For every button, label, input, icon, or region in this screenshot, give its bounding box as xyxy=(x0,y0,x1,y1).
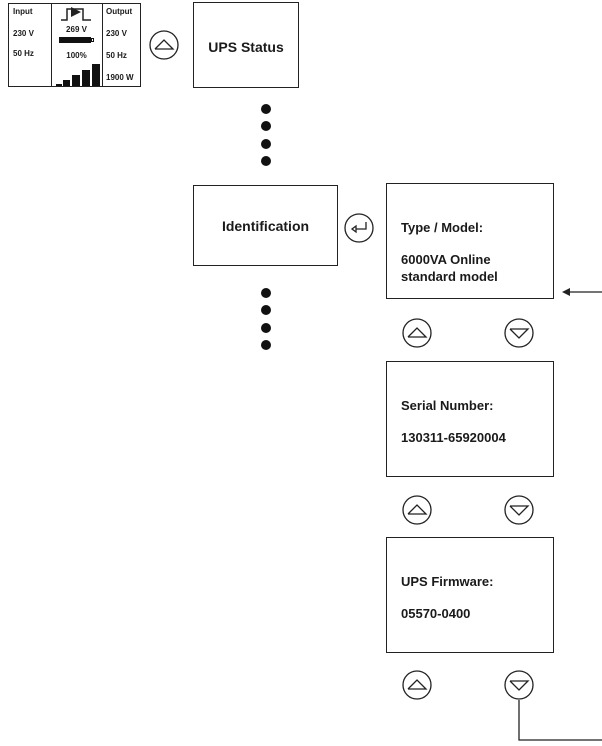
lcd-output-frequency: 50 Hz xyxy=(106,51,127,60)
type-model-heading: Type / Model: xyxy=(401,220,484,235)
lcd-battery-voltage: 269 V xyxy=(66,25,87,34)
lcd-status-panel: Input 230 V 50 Hz 269 V 100% Output 230 … xyxy=(8,3,141,87)
serial-number-value: 130311-65920004 xyxy=(401,430,506,445)
up-arrow-button-icon[interactable] xyxy=(402,318,432,348)
serial-number-heading: Serial Number: xyxy=(401,398,494,413)
continuation-dot xyxy=(261,288,271,298)
enter-button-icon[interactable] xyxy=(344,213,374,243)
continuation-dot xyxy=(261,139,271,149)
down-arrow-button-icon[interactable] xyxy=(504,495,534,525)
loop-back-connector xyxy=(518,700,602,741)
continuation-dot xyxy=(261,305,271,315)
lcd-output-voltage: 230 V xyxy=(106,29,127,38)
lcd-output-column: Output 230 V 50 Hz 1900 W xyxy=(102,4,143,86)
up-arrow-button-icon[interactable] xyxy=(402,495,432,525)
battery-terminal-icon xyxy=(91,38,94,42)
serial-number-screen: Serial Number: 130311-65920004 xyxy=(386,361,554,477)
continuation-dot xyxy=(261,323,271,333)
entry-arrow xyxy=(562,288,602,296)
identification-label: Identification xyxy=(221,218,310,234)
lcd-input-label: Input xyxy=(13,7,33,16)
lcd-output-power: 1900 W xyxy=(106,73,134,82)
lcd-input-column: Input 230 V 50 Hz xyxy=(9,4,52,86)
up-arrow-button-icon[interactable] xyxy=(149,30,179,60)
lcd-input-voltage: 230 V xyxy=(13,29,34,38)
waveform-icon xyxy=(61,7,91,21)
ups-firmware-value: 05570-0400 xyxy=(401,606,471,621)
type-model-screen: Type / Model: 6000VA Online standard mod… xyxy=(386,183,554,299)
type-model-value-line1: 6000VA Online xyxy=(401,252,491,267)
type-model-value-line2: standard model xyxy=(401,269,498,284)
lcd-input-frequency: 50 Hz xyxy=(13,49,34,58)
lcd-output-label: Output xyxy=(106,7,133,16)
lcd-battery-charge: 100% xyxy=(66,51,87,60)
battery-bar-icon xyxy=(59,37,91,43)
continuation-dot xyxy=(261,340,271,350)
ups-firmware-heading: UPS Firmware: xyxy=(401,574,494,589)
continuation-dot xyxy=(261,121,271,131)
ups-status-label: UPS Status xyxy=(208,39,284,55)
continuation-dot xyxy=(261,104,271,114)
lcd-battery-column: 269 V 100% xyxy=(51,4,102,86)
identification-menu-box[interactable]: Identification xyxy=(193,185,338,266)
load-level-bars-icon xyxy=(56,61,100,86)
down-arrow-button-icon[interactable] xyxy=(504,318,534,348)
ups-firmware-screen: UPS Firmware: 05570-0400 xyxy=(386,537,554,653)
up-arrow-button-icon[interactable] xyxy=(402,670,432,700)
down-arrow-button-icon[interactable] xyxy=(504,670,534,700)
continuation-dot xyxy=(261,156,271,166)
ups-status-menu-box[interactable]: UPS Status xyxy=(193,2,299,88)
